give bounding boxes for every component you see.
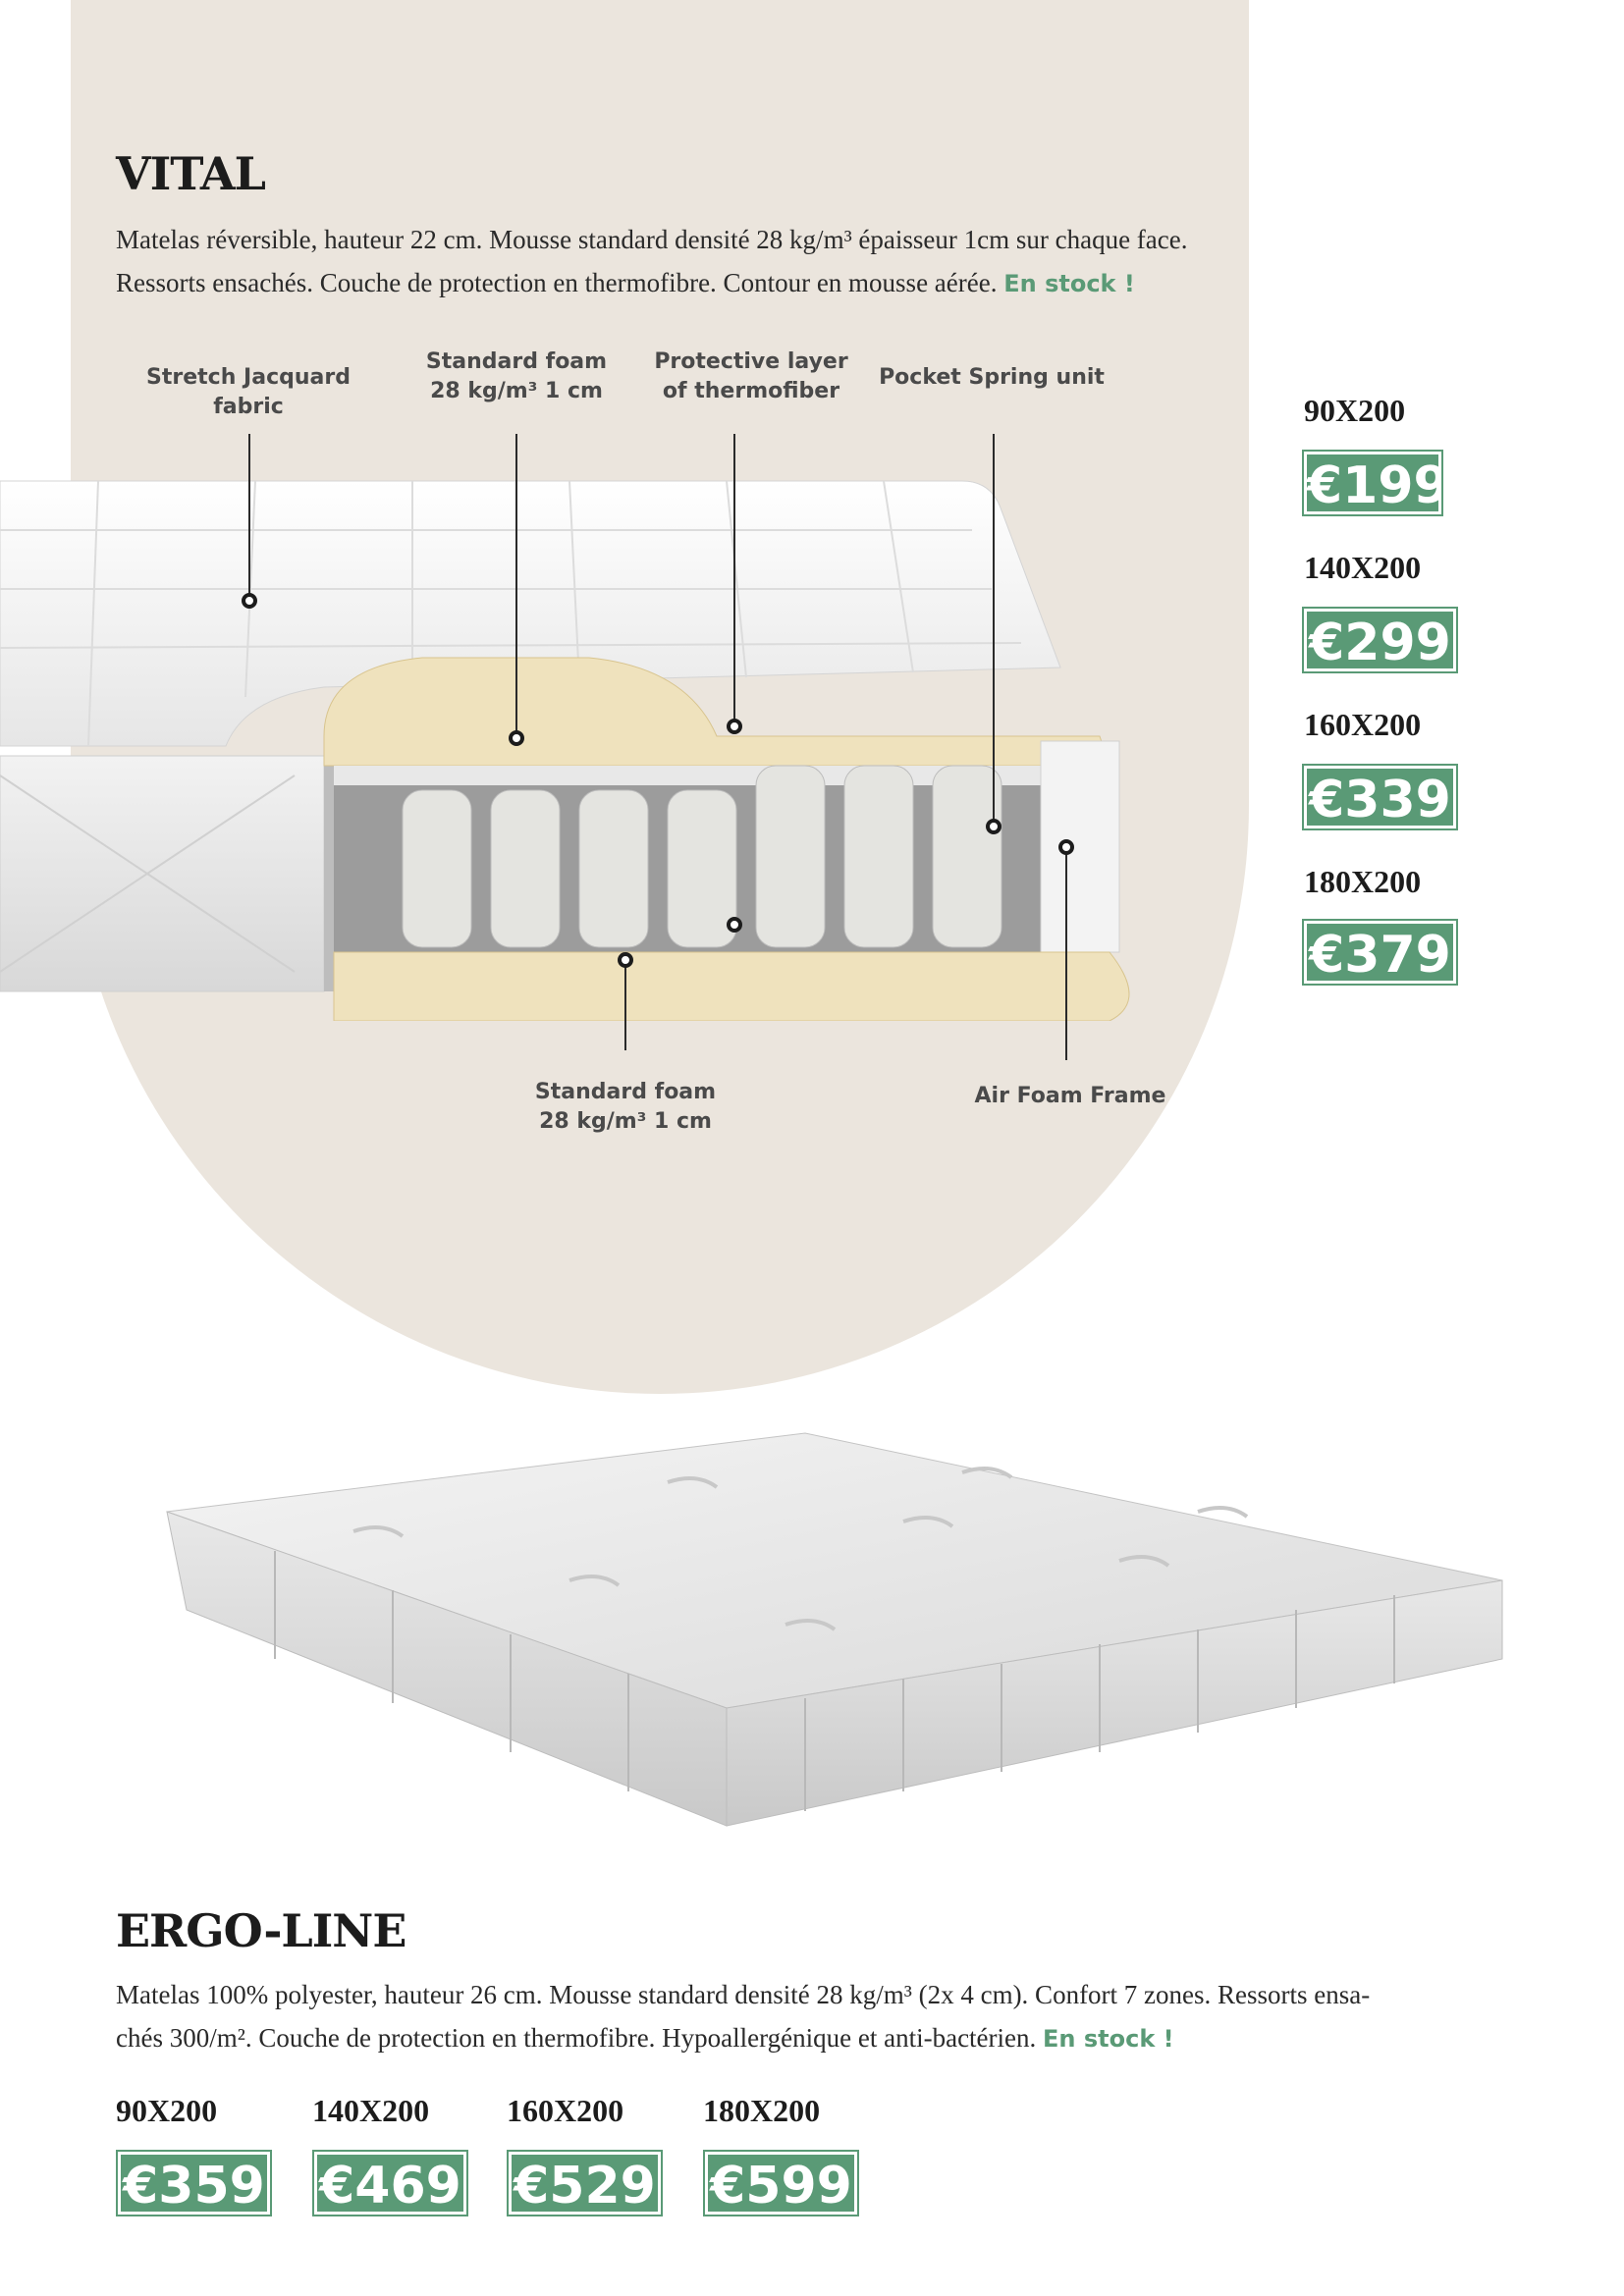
ergo-desc-line2: chés 300/m². Couche de protection en the… [116, 2023, 1037, 2053]
vital-price-180x200: €379 [1302, 919, 1458, 986]
callout-protective-layer: Protective layer of thermofiber [643, 347, 859, 406]
callout-stretch-jacquard: Stretch Jacquard fabric [146, 365, 351, 419]
callout-protective-layer-line1: Protective layer [654, 349, 848, 374]
vital-price-90x200: €199 [1302, 450, 1449, 516]
ergo-price-160x200: €529 [507, 2150, 663, 2216]
vital-desc-line2: Ressorts ensachés. Couche de protection … [116, 268, 998, 297]
ergo-price-90x200: €359 [116, 2150, 272, 2216]
vital-size-140x200: 140X200 [1304, 550, 1422, 585]
ergo-price-180x200: €599 [703, 2150, 859, 2216]
callout-protective-layer-line2: of thermofiber [662, 379, 840, 403]
vital-price-140x200: €299 [1302, 607, 1458, 673]
ergo-price-140x200: €469 [312, 2150, 468, 2216]
vital-size-180x200: 180X200 [1304, 864, 1422, 899]
ergo-size-140x200: 140X200 [312, 2093, 430, 2128]
ergo-size-180x200: 180X200 [703, 2093, 821, 2128]
callout-standard-foam-top-line2: 28 kg/m³ 1 cm [430, 379, 603, 403]
ergo-stock-badge: En stock ! [1043, 2025, 1174, 2053]
vital-description: Matelas réversible, hauteur 22 cm. Mouss… [116, 218, 1274, 305]
ergo-desc-line1: Matelas 100% polyester, hauteur 26 cm. M… [116, 1980, 1371, 2009]
callout-pocket-spring: Pocket Spring unit [879, 365, 1105, 390]
vital-size-160x200: 160X200 [1304, 707, 1422, 742]
callout-air-foam-frame: Air Foam Frame [974, 1084, 1166, 1108]
vital-stock-badge: En stock ! [1003, 270, 1135, 297]
vital-title: VITAL [116, 147, 266, 200]
ergo-description: Matelas 100% polyester, hauteur 26 cm. M… [116, 1973, 1520, 2060]
ergo-title: ERGO-LINE [116, 1904, 406, 1957]
vital-desc-line1: Matelas réversible, hauteur 22 cm. Mouss… [116, 225, 1188, 254]
vital-price-160x200: €339 [1302, 764, 1458, 830]
callout-standard-foam-bottom-line1: Standard foam [534, 1080, 717, 1104]
callout-lines [242, 434, 1074, 1060]
callout-standard-foam-top-line1: Standard foam [425, 349, 608, 374]
callout-standard-foam-top: Standard foam 28 kg/m³ 1 cm [408, 347, 624, 406]
ergo-line-mattress-image [166, 1432, 1503, 1827]
callout-standard-foam-bottom-line2: 28 kg/m³ 1 cm [539, 1109, 712, 1134]
ergo-size-160x200: 160X200 [507, 2093, 624, 2128]
callout-standard-foam-bottom: Standard foam 28 kg/m³ 1 cm [513, 1078, 738, 1137]
ergo-size-90x200: 90X200 [116, 2093, 218, 2128]
vital-size-90x200: 90X200 [1304, 393, 1406, 428]
